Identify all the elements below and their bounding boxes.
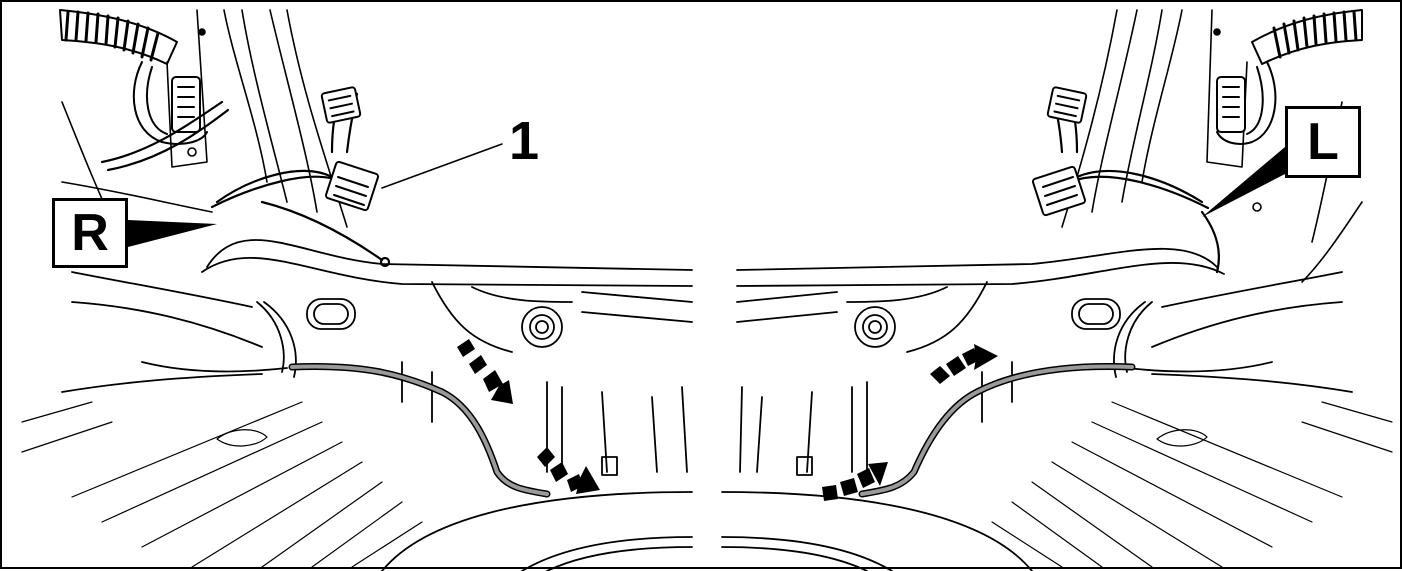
r-leader-wedge [128, 220, 217, 247]
floor-harness-left [858, 363, 1136, 498]
body-pillar-lines [61, 9, 348, 243]
trunk-floor-lines-right [21, 401, 423, 568]
routing-arrows-left [822, 344, 998, 501]
rear-floor-panel-left [736, 247, 1353, 476]
rear-floor-panel [61, 239, 693, 476]
tail-lamp-connector-left [1216, 61, 1277, 145]
right-side-view [21, 9, 693, 571]
harness-connector-left [1031, 86, 1088, 217]
floor-harness-right-fill [290, 364, 549, 496]
l-leader-wedge [1202, 147, 1285, 217]
left-side-callout-box: L [1285, 106, 1361, 178]
left-side-view [721, 9, 1393, 571]
trunk-floor-lines-left [991, 401, 1393, 568]
ribbed-hose-left [1251, 9, 1363, 65]
item-number-callout: 1 [509, 111, 540, 171]
spare-tire-well-right [381, 491, 693, 571]
spare-tire-well-left [721, 491, 1033, 571]
harness-connector-1 [320, 86, 380, 212]
ribbed-hose [59, 9, 178, 65]
right-side-callout-box: R [52, 198, 128, 268]
floor-harness-left-fill [860, 364, 1134, 496]
left-side-label: L [1307, 113, 1339, 171]
routing-arrows-right [457, 339, 600, 494]
right-side-label: R [71, 204, 109, 262]
item-1-leader-line [381, 143, 503, 189]
tail-lamp-connector [132, 61, 208, 145]
